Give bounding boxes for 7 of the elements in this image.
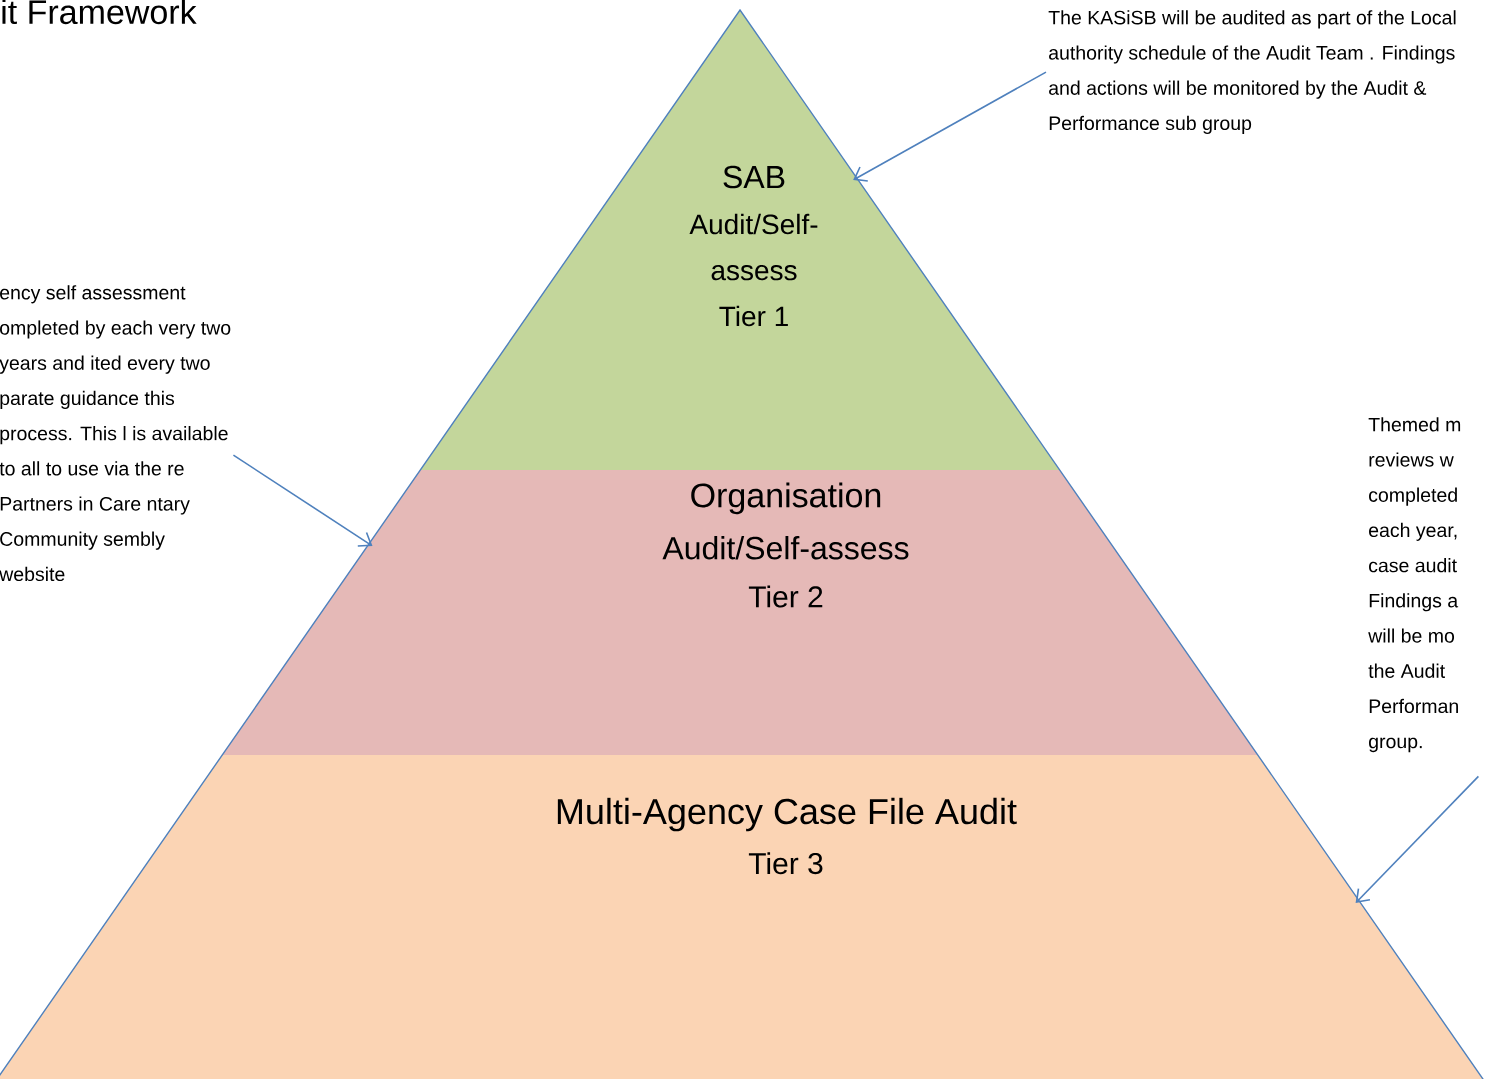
pyramid-tier: Organisation Audit/Self-assess Tier 2 bbox=[222, 470, 1258, 755]
annotation-text: Themed m reviews w completed each year, case audit Findings a will be mo the Audit Performan group. bbox=[1368, 417, 1461, 753]
arrow bbox=[232, 454, 373, 547]
heading: it Framework bbox=[2, 0, 197, 25]
pyramid-tier: Multi-Agency Case File Audit Tier 3 bbox=[0, 755, 1483, 1079]
arrow bbox=[853, 71, 1047, 182]
arrow bbox=[1355, 775, 1480, 903]
